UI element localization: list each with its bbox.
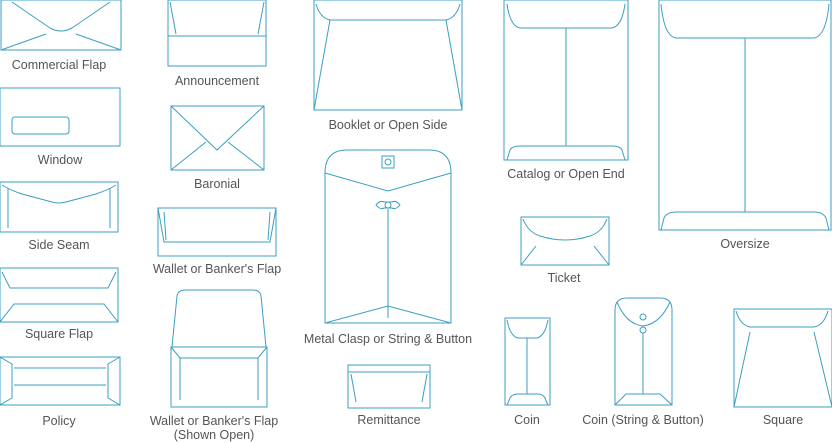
caption-catalog-open-end: Catalog or Open End — [507, 167, 625, 181]
caption-square-flap: Square Flap — [24, 327, 94, 341]
caption-ticket: Ticket — [547, 271, 581, 285]
caption-baronial: Baronial — [194, 177, 240, 191]
announcement-envelope[interactable] — [167, 0, 267, 67]
address-window — [11, 116, 70, 135]
coin-envelope[interactable] — [504, 317, 551, 406]
coin-string-envelope[interactable] — [614, 297, 673, 406]
catalog-open-end-envelope[interactable] — [503, 0, 629, 161]
caption-commercial-flap: Commercial Flap — [11, 58, 107, 72]
policy-envelope[interactable] — [0, 356, 121, 406]
caption-side-seam: Side Seam — [28, 238, 90, 252]
button-icon — [639, 326, 647, 334]
caption-wallet-open: Wallet or Banker's Flap — [149, 414, 279, 428]
metal-clasp-envelope[interactable] — [324, 149, 452, 324]
wallet-bankers-flap-envelope[interactable] — [157, 207, 277, 257]
caption-coin-string: Coin (String & Button) — [582, 413, 704, 427]
side-seam-envelope[interactable] — [0, 181, 119, 233]
square-envelope[interactable] — [733, 308, 832, 408]
caption-metal-clasp: Metal Clasp or String & Button — [303, 332, 473, 346]
oversize-envelope[interactable] — [658, 0, 832, 231]
caption-wallet-bankers-flap: Wallet or Banker's Flap — [152, 262, 282, 276]
caption-announcement: Announcement — [174, 74, 260, 88]
booklet-open-side-envelope[interactable] — [313, 0, 463, 111]
window-envelope[interactable] — [0, 87, 121, 147]
caption-oversize: Oversize — [720, 237, 770, 251]
caption-wallet-open-line2: (Shown Open) — [173, 428, 255, 442]
clasp-icon — [381, 155, 395, 169]
caption-square: Square — [762, 413, 804, 427]
ticket-envelope[interactable] — [520, 216, 610, 266]
caption-remittance: Remittance — [357, 413, 421, 427]
button-icon — [639, 313, 647, 321]
square-flap-envelope[interactable] — [0, 267, 119, 323]
caption-window: Window — [37, 153, 83, 167]
baronial-envelope[interactable] — [170, 105, 265, 171]
string-button-icon — [375, 200, 401, 210]
caption-policy: Policy — [42, 414, 76, 428]
wallet-open-envelope[interactable] — [170, 289, 268, 408]
commercial-flap-envelope[interactable] — [0, 0, 122, 51]
remittance-envelope[interactable] — [347, 364, 431, 409]
caption-coin: Coin — [514, 413, 540, 427]
caption-booklet-open-side: Booklet or Open Side — [328, 118, 448, 132]
